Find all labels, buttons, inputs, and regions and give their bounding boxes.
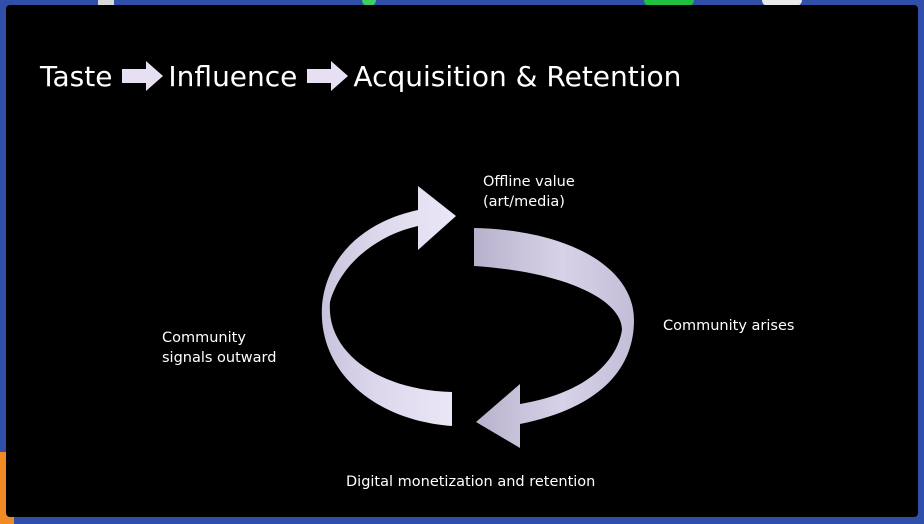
cycle-label-community-signals: Community signals outward (162, 328, 276, 368)
slide (6, 5, 918, 517)
cycle-label-community-signals-line1: Community (162, 330, 246, 346)
cycle-label-offline-value: Offline value (art/media) (483, 172, 575, 212)
cycle-label-offline-value-line1: Offline value (483, 174, 575, 190)
cycle-label-digital-monetization: Digital monetization and retention (346, 474, 596, 490)
title-step-acquisition-retention: Acquisition & Retention (353, 59, 682, 93)
cycle-label-community-arises: Community arises (663, 318, 795, 334)
background-white-shape (762, 0, 802, 6)
background-green-shape (644, 0, 694, 6)
title-step-taste: Taste (40, 59, 113, 93)
cycle-label-community-signals-line2: signals outward (162, 350, 277, 366)
background-green-dot (362, 0, 376, 6)
slide-title: Taste Influence Acquisition & Retention (40, 54, 681, 98)
cycle-label-offline-value-line2: (art/media) (483, 194, 565, 210)
background-white-shape-left (98, 0, 114, 6)
right-arrow-icon (122, 61, 164, 91)
cycle-arrow-left (321, 186, 456, 426)
cycle-arrow-right (474, 228, 634, 448)
right-arrow-icon (307, 61, 349, 91)
title-step-influence: Influence (168, 59, 298, 93)
